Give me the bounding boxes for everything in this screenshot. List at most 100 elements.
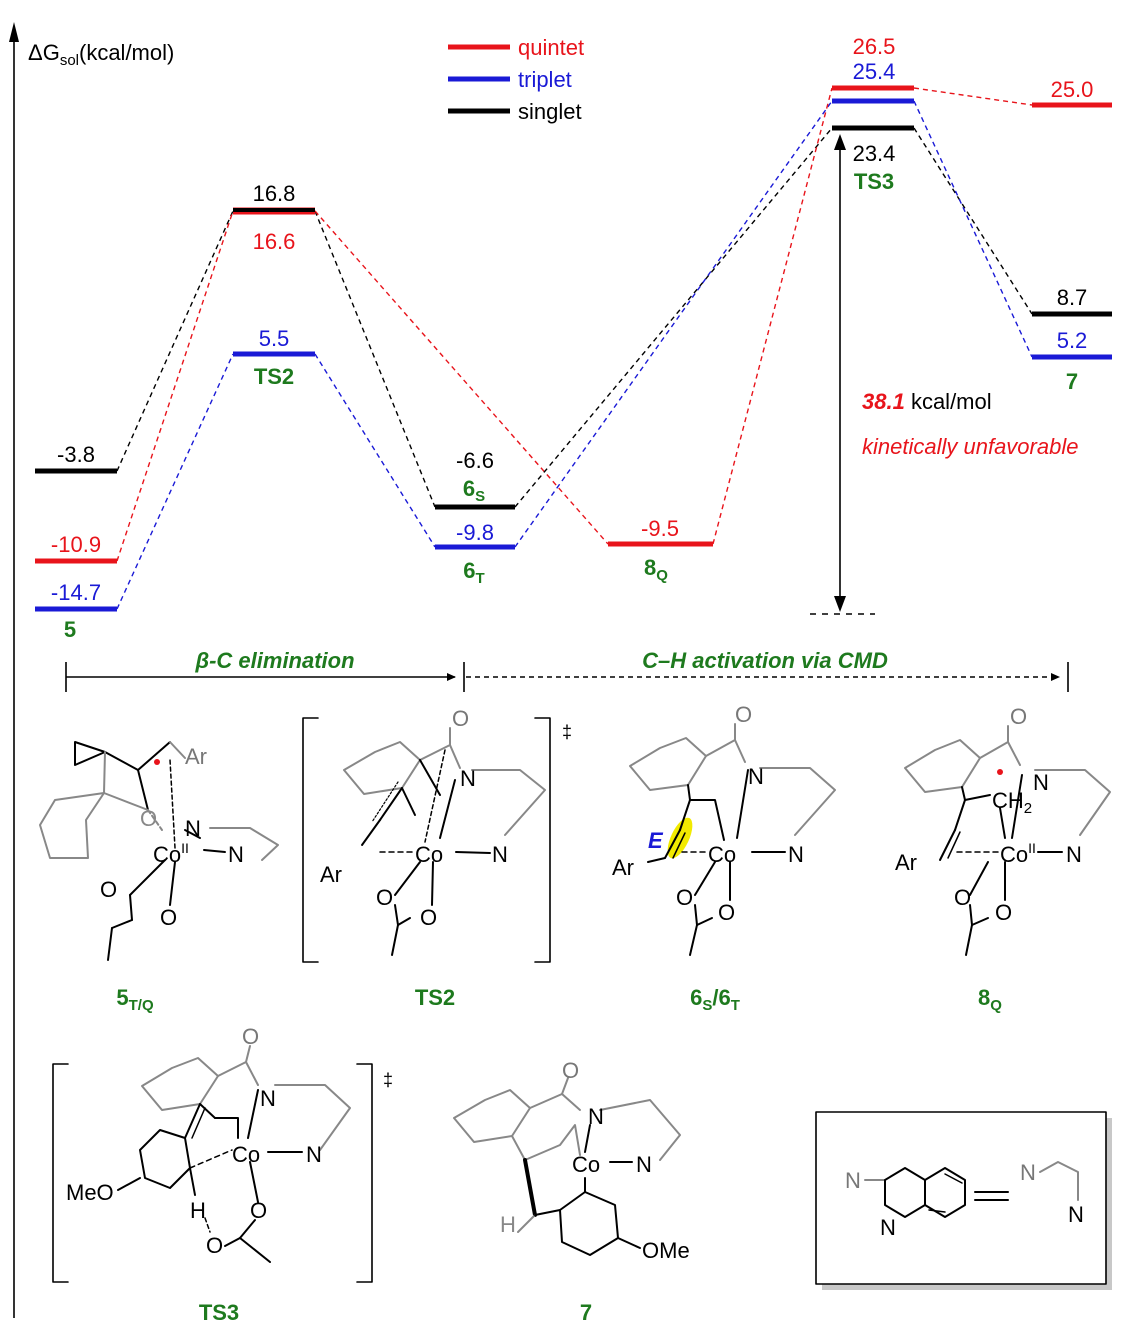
- structure-7: [453, 1077, 681, 1256]
- atom-Co: CoII: [1000, 840, 1036, 867]
- atom-N: N: [748, 764, 764, 789]
- barrier-note: kinetically unfavorable: [862, 434, 1078, 459]
- name-TS3: TS3: [199, 1300, 239, 1325]
- value-6-triplet: -9.8: [456, 520, 494, 545]
- atom-O: O: [140, 806, 157, 831]
- name-TS2: TS2: [415, 985, 455, 1010]
- state-labels: 5 TS2 6S 6T 8Q TS3 7: [64, 169, 1078, 642]
- energy-levels: [35, 85, 1112, 612]
- atom-H: H: [500, 1212, 516, 1237]
- atom-Ar: Ar: [185, 744, 207, 769]
- structure-6-atoms: O N E Ar Co N O O: [612, 702, 804, 925]
- atom-N: N: [636, 1152, 652, 1177]
- atom-OMe: OMe: [642, 1238, 690, 1263]
- atom-N: N: [260, 1086, 276, 1111]
- atom-MeO: MeO: [66, 1180, 114, 1205]
- structure-8-atoms: O CH2 N Ar CoII N O O: [895, 704, 1082, 925]
- atom-N: N: [492, 842, 508, 867]
- structure-6: [629, 723, 836, 956]
- value-TS3-triplet: 25.4: [853, 59, 896, 84]
- transition-state-dagger: ‡: [383, 1070, 393, 1090]
- structure-names: 5T/Q TS2 6S/6T 8Q TS3 7: [116, 985, 1002, 1325]
- name-8Q: 8Q: [978, 985, 1002, 1014]
- atom-N: N: [460, 766, 476, 791]
- atom-N: N: [1068, 1202, 1084, 1227]
- value-5-singlet: -3.8: [57, 442, 95, 467]
- value-TS2-singlet: 16.8: [253, 181, 296, 206]
- atom-O: O: [100, 877, 117, 902]
- name-5TQ: 5T/Q: [116, 985, 154, 1014]
- atom-Co: CoII: [153, 840, 189, 867]
- value-7-triplet: 5.2: [1057, 328, 1088, 353]
- barrier-arrow: 38.1 kcal/mol kinetically unfavorable: [810, 134, 1078, 615]
- legend-quintet: quintet: [518, 35, 584, 60]
- state-label-TS3: TS3: [854, 169, 894, 194]
- barrier-value: 38.1 kcal/mol: [862, 389, 992, 414]
- axis-title: ΔGsol(kcal/mol): [28, 40, 174, 69]
- value-TS2-quintet: 16.6: [253, 229, 296, 254]
- atom-N: N: [588, 1104, 604, 1129]
- legend-triplet: triplet: [518, 67, 572, 92]
- energy-values: -3.8 -10.9 -14.7 16.8 16.6 5.5 -6.6 -9.8…: [51, 34, 1093, 605]
- atom-O: O: [1010, 704, 1027, 729]
- structure-TS3: [52, 1045, 373, 1283]
- atom-O: O: [452, 706, 469, 731]
- value-7-singlet: 8.7: [1057, 285, 1088, 310]
- value-5-triplet: -14.7: [51, 580, 101, 605]
- legend-singlet: singlet: [518, 99, 582, 124]
- state-label-6S: 6S: [463, 476, 485, 505]
- value-5-quintet: -10.9: [51, 532, 101, 557]
- structure-5: [39, 741, 279, 961]
- atom-Ar: Ar: [612, 855, 634, 880]
- ligand-key-box: [815, 1111, 1112, 1290]
- atom-O: O: [206, 1233, 223, 1258]
- value-TS3-quintet: 26.5: [853, 34, 896, 59]
- atom-O: O: [376, 885, 393, 910]
- atom-Co: Co: [708, 842, 736, 867]
- atom-O: O: [718, 900, 735, 925]
- atom-O: O: [242, 1024, 259, 1049]
- atom-O: O: [562, 1058, 579, 1083]
- ligand-key-atoms: N N N N: [845, 1160, 1084, 1240]
- atom-Ar: Ar: [320, 862, 342, 887]
- atom-O: O: [420, 905, 437, 930]
- atom-Ar: Ar: [895, 850, 917, 875]
- atom-N: N: [880, 1215, 896, 1240]
- atom-O: O: [676, 885, 693, 910]
- value-TS2-triplet: 5.5: [259, 326, 290, 351]
- atom-N: N: [185, 816, 201, 841]
- atom-Co: Co: [415, 842, 443, 867]
- atom-O: O: [995, 900, 1012, 925]
- atom-O: O: [250, 1198, 267, 1223]
- structures: Ar O N CoII N O O: [39, 702, 1112, 1290]
- atom-Co: Co: [572, 1152, 600, 1177]
- transition-state-dagger: ‡: [562, 722, 572, 742]
- state-label-6T: 6T: [463, 558, 484, 587]
- atom-N: N: [845, 1168, 861, 1193]
- energy-axis: ΔGsol(kcal/mol): [9, 22, 174, 1318]
- atom-O: O: [160, 905, 177, 930]
- atom-N: N: [1066, 842, 1082, 867]
- state-label-7: 7: [1066, 369, 1078, 394]
- state-label-8Q: 8Q: [644, 555, 668, 584]
- atom-N: N: [306, 1142, 322, 1167]
- value-6-singlet: -6.6: [456, 448, 494, 473]
- atom-H: H: [190, 1198, 206, 1223]
- stage-ch-activation: C–H activation via CMD: [642, 648, 888, 673]
- atom-O: O: [954, 885, 971, 910]
- atom-O: O: [735, 702, 752, 727]
- atom-Co: Co: [232, 1142, 260, 1167]
- stage-brackets: β-C elimination C–H activation via CMD: [65, 648, 1069, 692]
- name-6S-6T: 6S/6T: [690, 985, 740, 1014]
- state-label-TS2: TS2: [254, 364, 294, 389]
- label-E-geometry: E: [648, 828, 664, 853]
- state-label-5: 5: [64, 617, 76, 642]
- structure-8: [904, 725, 1111, 956]
- atom-N: N: [788, 842, 804, 867]
- connectors: [116, 87, 1033, 610]
- value-TS3-singlet: 23.4: [853, 141, 896, 166]
- value-7-quintet: 25.0: [1051, 77, 1094, 102]
- atom-CH2: CH2: [992, 788, 1032, 817]
- structure-7-atoms: O N Co N H OMe: [500, 1058, 690, 1263]
